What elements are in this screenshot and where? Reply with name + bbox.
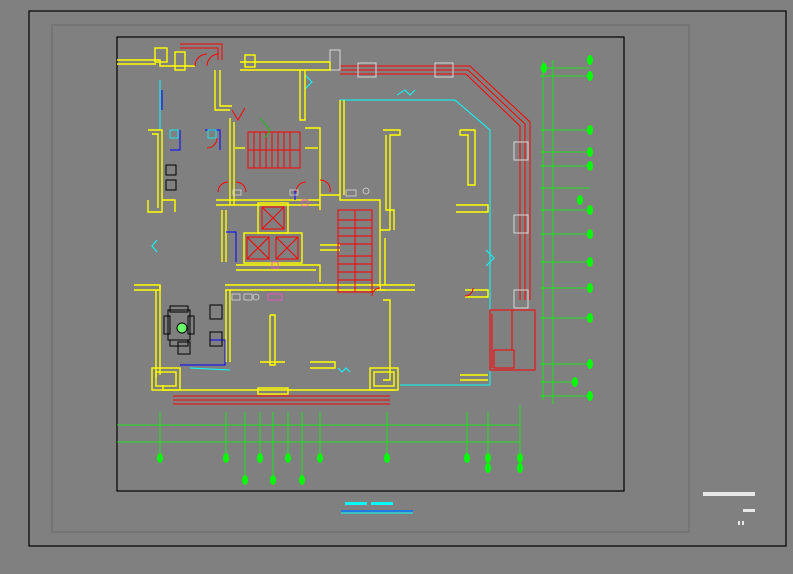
drawing-title bbox=[341, 502, 413, 514]
interior-walls bbox=[117, 47, 489, 395]
glazing-lines bbox=[151, 74, 495, 386]
furniture-fixtures bbox=[161, 90, 296, 366]
vertical-grid-bubbles bbox=[541, 55, 593, 401]
exterior-wall-band bbox=[173, 43, 536, 405]
fixture-symbols bbox=[169, 117, 370, 301]
lounge-furniture bbox=[163, 164, 223, 355]
sheet-border-inner bbox=[51, 24, 690, 533]
structural-columns bbox=[329, 49, 529, 309]
elevator-shafts bbox=[246, 206, 299, 260]
sheet-border-outer bbox=[28, 10, 787, 547]
horizontal-dimension-chain bbox=[117, 405, 521, 478]
door-swings bbox=[194, 53, 474, 297]
vertical-dimension-chain bbox=[540, 60, 590, 404]
plan-viewport-frame bbox=[116, 36, 625, 492]
horizontal-grid-bubbles bbox=[157, 453, 523, 485]
title-block bbox=[703, 492, 755, 525]
stair-treads bbox=[247, 131, 373, 293]
